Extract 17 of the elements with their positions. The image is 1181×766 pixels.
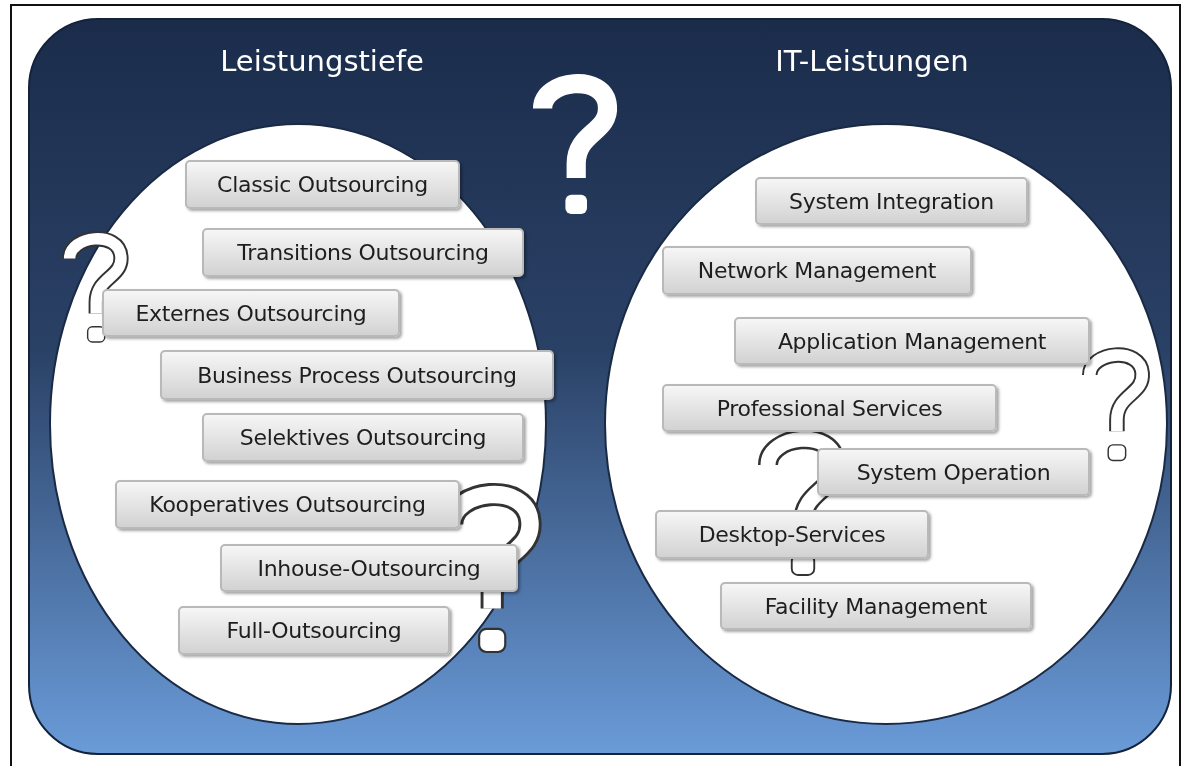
label-box: Inhouse-Outsourcing [220,544,518,592]
label-box: Externes Outsourcing [102,289,400,337]
heading: Leistungstiefe [220,44,424,78]
label-box: System Operation [817,448,1090,496]
label-box: Facility Management [720,582,1032,630]
heading: IT-Leistungen [775,44,969,78]
label-box: Business Process Outsourcing [160,350,554,400]
label-box: Classic Outsourcing [185,160,460,209]
label-box: Application Management [734,317,1090,365]
label-box: Desktop-Services [655,510,929,559]
label-box: Professional Services [662,384,997,432]
label-box: Kooperatives Outsourcing [115,480,460,529]
label-box: Selektives Outsourcing [202,413,524,462]
label-box: Full-Outsourcing [178,606,450,655]
label-box: Transitions Outsourcing [202,228,524,277]
label-box: System Integration [755,177,1028,225]
label-box: Network Management [662,246,972,295]
